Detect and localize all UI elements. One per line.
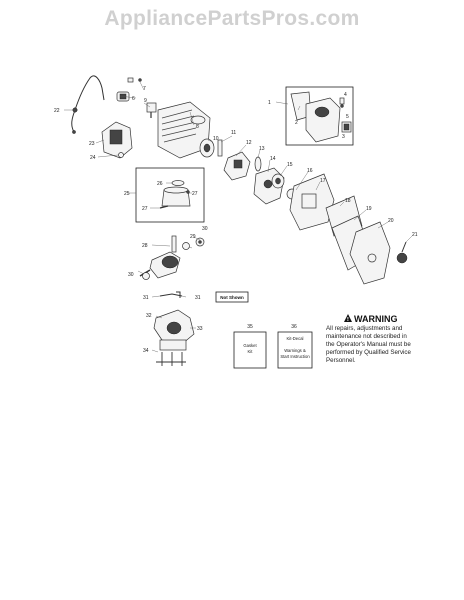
callout-30: 30 (202, 226, 208, 232)
housing-part-20 (349, 221, 391, 285)
callout-26: 26 (157, 181, 163, 187)
callout-14: 14 (270, 156, 276, 162)
kit-35-line1: Gasket (243, 343, 257, 348)
fuel-line-part-22 (71, 75, 105, 134)
callout-25: 25 (124, 191, 130, 197)
callout-13: 13 (259, 146, 265, 152)
piston-box-25 (135, 167, 205, 223)
bearing-part-28 (182, 242, 190, 250)
callout-22: 22 (54, 108, 60, 114)
gasket-part-11 (217, 139, 223, 157)
warning-line-1: All repairs, adjustments and (326, 325, 403, 332)
callout-23: 23 (89, 141, 95, 147)
callout-8: 8 (196, 124, 199, 130)
callout-28: 28 (142, 243, 148, 249)
kit-36-header: Kit-Decal (287, 336, 304, 341)
warning-line-4: performed by Qualified Service (326, 349, 412, 356)
callout-27: 27 (192, 191, 198, 197)
callout-16: 16 (307, 168, 313, 174)
warning-line-2: maintenance not described in (326, 333, 407, 340)
cylinder-part-8 (157, 101, 211, 159)
callout-11: 11 (231, 130, 236, 136)
callout-3: 3 (342, 134, 345, 140)
not-shown-box: Not Shown (215, 291, 249, 303)
callout-34: 34 (143, 348, 149, 354)
callout-31: 31 (143, 295, 149, 301)
not-shown-label: Not Shown (220, 295, 244, 300)
callout-numbers: 1 2 3 4 5 6 7 8 9 10 11 12 13 14 15 16 1… (54, 86, 418, 354)
kit-36-box: 36 Kit-Decal Warnings & Start Instructio… (277, 324, 313, 369)
callout-5: 5 (346, 114, 349, 120)
spark-plug-part-9 (146, 102, 157, 118)
air-cover-part-17 (289, 173, 335, 231)
leader-lines (64, 81, 413, 353)
kit-35-line2: Kit (248, 349, 254, 354)
callout-31b: 31 (195, 295, 201, 301)
warning-title: WARNING (354, 314, 398, 324)
plug-part-21 (396, 241, 408, 264)
svg-text:!: ! (347, 317, 349, 323)
kit-35-number: 35 (247, 324, 253, 330)
callout-7: 7 (143, 86, 146, 92)
kit-36-line2: Start Instruction (280, 354, 310, 359)
callout-9: 9 (144, 98, 147, 104)
kit-36-line1: Warnings & (284, 348, 306, 353)
crankshaft-part-29 (139, 235, 181, 279)
callout-27b: 27 (142, 206, 148, 212)
callout-21: 21 (412, 232, 418, 238)
muffler-assembly-box (285, 86, 354, 146)
callout-29: 29 (190, 234, 196, 240)
callout-15: 15 (287, 162, 293, 168)
pin-part-31 (159, 291, 183, 298)
callout-18: 18 (345, 198, 351, 204)
callout-33: 33 (197, 326, 203, 332)
warning-block: ! WARNING All repairs, adjustments and m… (326, 314, 412, 364)
callout-17: 17 (320, 178, 326, 184)
bearing-part-30 (142, 237, 205, 280)
kit-35-box: 35 Gasket Kit (233, 324, 267, 369)
callout-1: 1 (268, 100, 271, 106)
callout-12: 12 (246, 140, 252, 146)
kit-36-number: 36 (291, 324, 297, 330)
callout-32: 32 (146, 313, 152, 319)
callout-24: 24 (90, 155, 96, 161)
callout-20: 20 (388, 218, 394, 224)
callout-10: 10 (213, 136, 219, 142)
callout-19: 19 (366, 206, 372, 212)
intake-part-10 (199, 138, 215, 158)
watermark: AppliancePartsPros.com (104, 7, 360, 30)
carburetor-part-12 (223, 151, 251, 181)
ignition-module-part-23 (101, 121, 133, 159)
warning-line-5: Personnel. (326, 357, 356, 364)
callout-4: 4 (344, 92, 347, 98)
gasket-part-13 (254, 156, 262, 172)
small-bolt-part-7 (127, 77, 142, 83)
filter-part-15 (271, 173, 285, 189)
callout-30b: 30 (128, 272, 134, 278)
warning-line-3: the Operator's Manual must be (326, 341, 411, 348)
crankcase-part-32 (153, 309, 195, 366)
callout-2: 2 (295, 120, 298, 126)
callout-6: 6 (132, 96, 135, 102)
